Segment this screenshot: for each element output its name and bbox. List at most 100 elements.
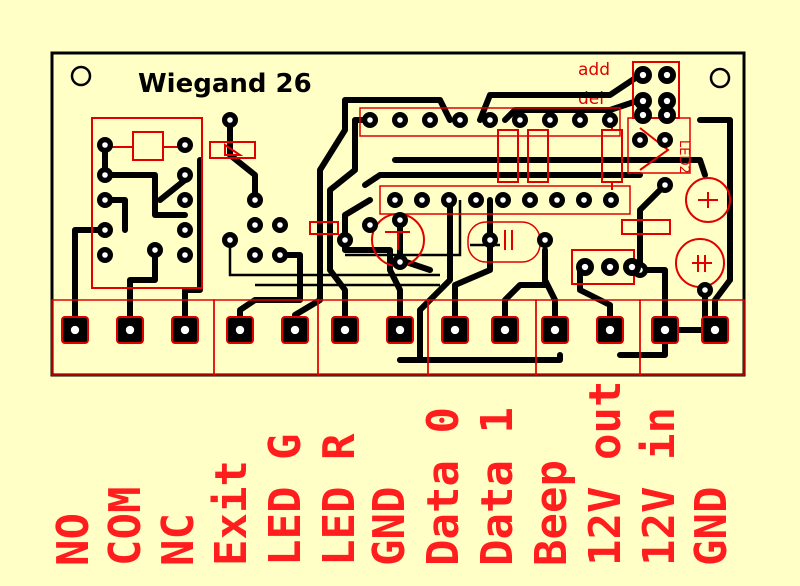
terminal-pad-11-drill [605,325,615,335]
mounting-hole-right [709,67,731,89]
component-pad-15-drill [637,137,643,143]
terminal-pad-8-drill [450,325,460,335]
ic-top-pad-8-drill [577,117,583,123]
pin-label-2: COM [100,487,151,566]
ic-bottom-pad-9-drill [608,197,614,203]
jumper-pad-4-drill [663,97,671,105]
component-pad-7-drill [277,252,283,258]
ic-bottom-pad-4-drill [473,197,479,203]
ic-socket-bottom [379,185,631,215]
pin-label-1: NO [48,513,99,566]
header-pad-3-drill [628,263,636,271]
pin-label-3: NC [153,513,204,566]
resistor-r2 [621,219,671,235]
component-pad-10-drill [397,259,403,265]
component-pad-4-drill [252,222,258,228]
header-pad-2-drill [606,263,614,271]
terminal-pad-2-drill [125,325,135,335]
component-pad-16-drill [662,137,668,143]
ic-bottom-pad-2-drill [419,197,425,203]
ic-top-pad-7-drill [547,117,553,123]
pin-label-12: 12V in [634,407,685,566]
component-pad-2-drill [227,237,233,243]
header-pad-1-drill [581,263,589,271]
relay-pad-7-drill [182,172,188,178]
pin-label-13: GND [686,487,737,566]
terminal-pad-3-drill [180,325,190,335]
terminal-pad-6-drill [340,325,350,335]
pin-label-6: LED R [314,433,365,566]
component-pad-17-drill [702,287,708,293]
component-pad-1-drill [227,117,233,123]
relay-pad-6-drill [182,142,188,148]
relay-pad-4-drill [102,227,108,233]
led-led1 [685,177,731,223]
component-pad-6-drill [252,252,258,258]
component-pad-9-drill [397,217,403,223]
component-pad-12-drill [487,237,493,243]
pin-label-9: Data 1 [472,407,523,566]
ic-top-pad-2-drill [397,117,403,123]
component-pad-8-drill [367,222,373,228]
ic-bottom-pad-7-drill [554,197,560,203]
relay-outline [91,117,203,289]
relay-pad-9-drill [182,227,188,233]
jumper-pad-3-drill [639,97,647,105]
ic-bottom-pad-6-drill [527,197,533,203]
ic-top-pad-3-drill [427,117,433,123]
jumper-pad-1-drill [639,71,647,79]
pin-label-11: 12V out [580,381,631,566]
terminal-pad-10-drill [550,325,560,335]
diode-d3 [527,129,549,183]
terminal-pad-12-drill [660,325,670,335]
ic-bottom-pad-3-drill [446,197,452,203]
component-pad-14-drill [662,182,668,188]
ic-top-pad-9-drill [607,117,613,123]
jumper-block [632,61,680,119]
pin-label-7: GND [364,487,415,566]
jumper-pad-2-drill [663,71,671,79]
jumper-pad-6-drill [663,111,671,119]
pin-label-5: LED G [260,434,311,566]
ic-bottom-pad-5-drill [500,197,506,203]
ic-top-pad-6-drill [517,117,523,123]
pads [61,66,729,344]
ic-bottom-pad-1-drill [392,197,398,203]
terminal-pad-9-drill [500,325,510,335]
board-title: Wiegand 26 [138,69,312,99]
terminal-pad-4-drill [235,325,245,335]
ic-top-pad-1-drill [367,117,373,123]
diode-outline [209,141,256,159]
jumper-label-add: add [578,60,610,80]
relay-pad-1-drill [102,142,108,148]
component-pad-11-drill [342,237,348,243]
part-label-led2: LED2 [676,140,691,174]
component-pad-13-drill [542,237,548,243]
relay-pad-11-drill [152,247,158,253]
component-pad-3-drill [252,197,258,203]
pin-label-4: Exit [206,460,257,566]
ic-top-pad-4-drill [457,117,463,123]
relay-coil [132,131,164,161]
terminal-pad-1-drill [70,325,80,335]
silkscreen: LED2 [51,61,745,376]
mounting-hole-left [70,65,92,87]
terminal-pad-7-drill [395,325,405,335]
thin-wires [228,200,500,287]
ic-top-pad-5-drill [487,117,493,123]
relay-pad-3-drill [102,197,108,203]
jumper-pad-5-drill [639,111,647,119]
ic-bottom-pad-8-drill [581,197,587,203]
relay-pad-10-drill [182,252,188,258]
relay-pad-8-drill [182,197,188,203]
relay-pad-2-drill [102,172,108,178]
pin-label-8: Data 0 [418,407,469,566]
terminal-pad-5-drill [290,325,300,335]
ic-socket-top [359,107,621,137]
terminal-block-6 [639,299,745,376]
terminal-pad-13-drill [710,325,720,335]
diode-d2 [497,129,519,183]
resistor-r1 [309,221,339,235]
